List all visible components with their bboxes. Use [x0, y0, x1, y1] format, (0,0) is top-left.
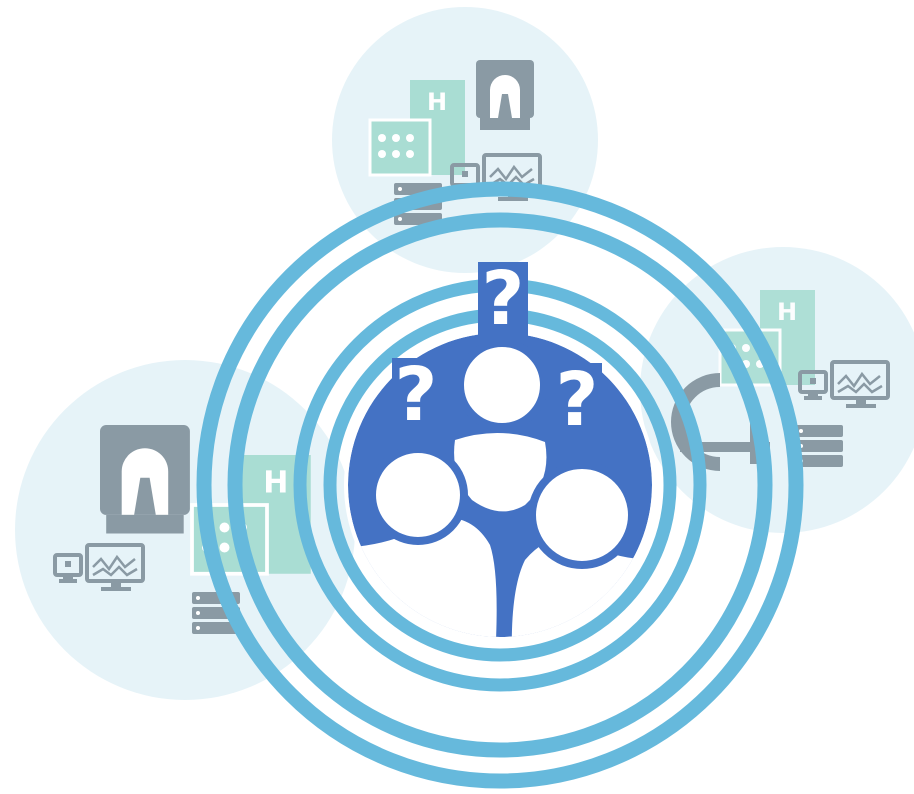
mri-scanner-icon [476, 60, 534, 130]
svg-text:?: ? [482, 256, 525, 342]
question-mark-right: ? [552, 357, 602, 443]
svg-text:?: ? [556, 357, 599, 443]
node-left [368, 445, 468, 545]
ring-second [227, 212, 773, 758]
question-mark-top: ? [478, 256, 528, 342]
ring-outer [196, 181, 804, 789]
node-right [528, 461, 636, 569]
svg-text:?: ? [395, 352, 438, 438]
node-top [456, 339, 548, 431]
question-mark-left: ? [392, 352, 440, 438]
mri-scanner-icon [100, 425, 190, 534]
